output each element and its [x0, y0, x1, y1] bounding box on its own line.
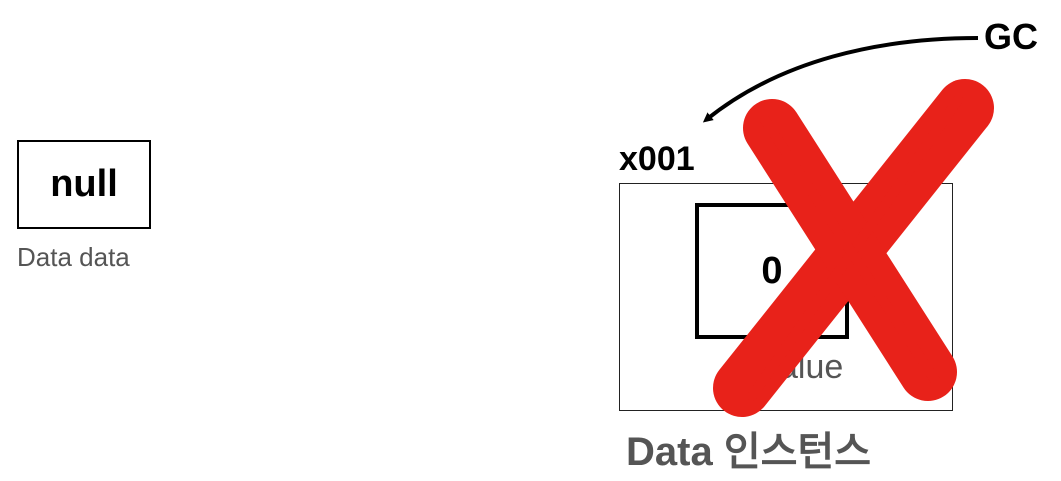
- instance-address: x001: [619, 140, 695, 178]
- instance-label: Data 인스턴스: [626, 430, 872, 474]
- reference-variable-label: Data data: [17, 242, 130, 272]
- cross-mark-icon: [713, 79, 994, 417]
- field-value: 0: [761, 249, 783, 292]
- gc-arrow: [702, 36, 979, 123]
- gc-label: GC: [984, 16, 1038, 57]
- reference-box: null: [17, 140, 151, 229]
- null-value: null: [50, 163, 118, 205]
